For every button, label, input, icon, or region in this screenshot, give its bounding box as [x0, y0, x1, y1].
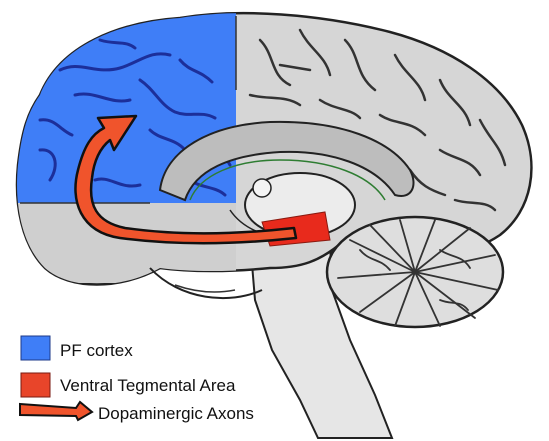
- red-swatch-icon: [21, 373, 50, 397]
- legend: PF cortex Ventral Tegmental Area Dopamin…: [20, 336, 254, 423]
- legend-label-axons: Dopaminergic Axons: [98, 404, 254, 423]
- axon-arrow-icon: [20, 402, 92, 420]
- legend-label-pf-cortex: PF cortex: [60, 341, 133, 360]
- legend-label-vta: Ventral Tegmental Area: [60, 376, 236, 395]
- temporal-lobe: [150, 268, 262, 298]
- blue-swatch-icon: [21, 336, 50, 360]
- interthalamic-adhesion: [253, 179, 271, 197]
